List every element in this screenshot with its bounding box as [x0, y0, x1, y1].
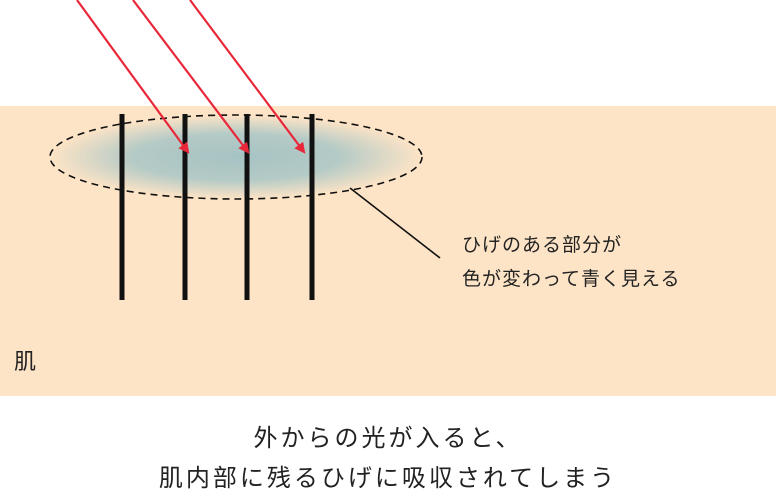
- light-arrow-2: [132, 0, 250, 154]
- caption-line-2: 肌内部に残るひげに吸収されてしまう: [158, 464, 618, 492]
- light-arrow-3: [189, 0, 306, 154]
- discolored-region-outline: [49, 114, 423, 200]
- skin-label: 肌: [14, 350, 37, 375]
- annotation-line-2: 色が変わって青く見える: [462, 268, 681, 290]
- light-arrow-1: [76, 0, 190, 154]
- discolored-region: [50, 115, 422, 199]
- caption-line-1: 外からの光が入ると、: [253, 424, 523, 452]
- annotation-leader-line: [349, 187, 441, 259]
- caption: 外からの光が入ると、 肌内部に残るひげに吸収されてしまう: [0, 418, 776, 498]
- annotation-line-1: ひげのある部分が: [462, 234, 623, 256]
- annotation-text: ひげのある部分が 色が変わって青く見える: [462, 228, 680, 296]
